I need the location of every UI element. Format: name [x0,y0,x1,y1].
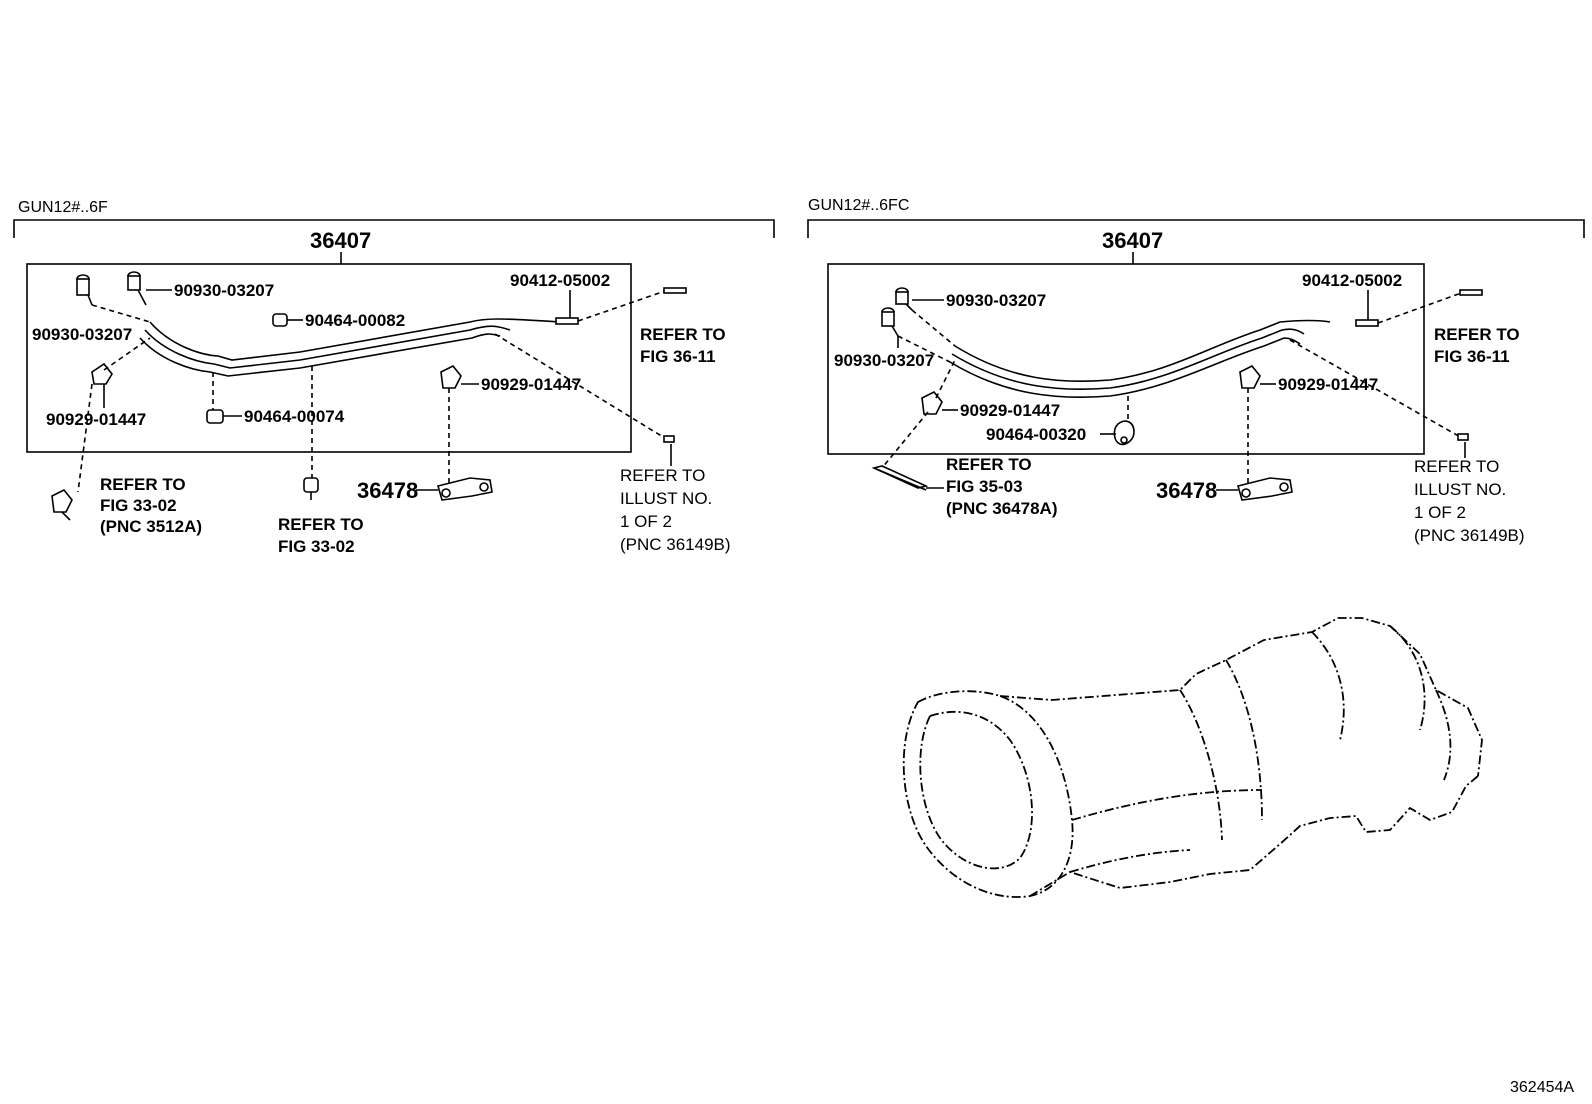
left-tube-1 [149,318,561,361]
right-ref-illust-line3: 1 OF 2 [1414,503,1466,522]
right-bolt-icon [1355,319,1379,327]
left-ref-illust-line3: 1 OF 2 [620,512,672,531]
left-dash-to-fig36 [577,289,669,322]
left-ref-fig3302a-line2: FIG 33-02 [100,496,177,515]
right-range-bracket [807,219,1585,238]
right-dash-clip-a [935,359,956,399]
left-ref-fig3611-line1: REFER TO [640,325,726,344]
left-dash-illust [494,333,669,441]
left-tube-3 [139,333,501,377]
right-assembly-number: 36407 [1102,228,1163,253]
left-label-bolt: 90412-05002 [510,271,610,290]
left-bolt-end-icon [663,287,687,294]
left-label-bracket: 36478 [357,478,418,503]
left-label-union-bolt-b: 90930-03207 [174,281,274,300]
right-label-clamp: 90464-00320 [986,425,1086,444]
left-ref-fig3302a-line1: REFER TO [100,475,186,494]
figure-id: 362454A [1510,1079,1574,1096]
right-dash-a [911,309,956,347]
left-label-clamp-a: 90464-00082 [305,311,405,330]
right-label-bracket: 36478 [1156,478,1217,503]
left-fitting-b-icon [303,477,319,500]
right-dash-fig3503 [881,411,929,469]
left-leader-a [91,304,151,323]
right-union-bolt-a-icon [895,287,913,311]
left-clamp-a-icon [272,313,288,327]
left-ref-illust-line4: (PNC 36149B) [620,535,731,554]
right-variant-label: GUN12#..6FC [808,197,909,214]
left-dash-fig3302a [77,383,93,493]
left-ref-fig3611-line2: FIG 36-11 [640,347,716,366]
right-clip-a-icon [921,390,943,415]
right-ref-illust-line1: REFER TO [1414,457,1499,476]
left-range-bracket [13,219,775,238]
left-fitting-a-icon [51,488,73,521]
transmission-illustration [902,617,1483,898]
left-assembly: GUN12#..6F 36407 90930-03207 90930-03207 [13,199,775,556]
right-label-bolt: 90412-05002 [1302,271,1402,290]
left-ref-fig3302a-line3: (PNC 3512A) [100,517,202,536]
right-dash-to-fig36 [1377,291,1465,324]
right-ref-illust-line2: ILLUST NO. [1414,480,1506,499]
left-label-clip-b: 90929-01447 [481,375,581,394]
right-tube-3 [949,337,1301,399]
left-clamp-b-icon [206,409,224,424]
left-ref-illust-line2: ILLUST NO. [620,489,712,508]
right-illust-end-icon [1457,433,1469,441]
left-label-clamp-b: 90464-00074 [244,407,345,426]
right-ref-fig3503-line2: FIG 35-03 [946,477,1023,496]
left-union-bolt-b-icon [127,271,147,306]
left-ref-fig3302b-line1: REFER TO [278,515,364,534]
right-clip-b-icon [1239,364,1261,389]
left-bolt-icon [555,317,579,325]
left-tube-2 [144,325,511,369]
left-assembly-number: 36407 [310,228,371,253]
left-clip-b-icon [440,364,462,389]
left-label-clip-a: 90929-01447 [46,410,146,429]
right-label-clip-b: 90929-01447 [1278,375,1378,394]
left-assembly-box [26,263,632,453]
right-bracket-icon [1237,477,1293,501]
right-assembly-box [827,263,1425,455]
right-label-union-bolt-b: 90930-03207 [834,351,934,370]
left-ref-fig3302b-line2: FIG 33-02 [278,537,355,556]
left-clip-a-icon [91,362,113,385]
left-bracket-icon [437,477,493,501]
right-ref-fig3503-line1: REFER TO [946,455,1032,474]
right-tube-1 [954,319,1331,383]
left-dash-clip-a [103,337,151,371]
right-ref-fig3611-line1: REFER TO [1434,325,1520,344]
right-stud-icon [871,465,929,491]
right-clamp-icon [1113,420,1135,446]
left-union-bolt-a-icon [76,274,93,306]
left-ref-illust-line1: REFER TO [620,466,705,485]
right-ref-fig3611-line2: FIG 36-11 [1434,347,1510,366]
right-dash-illust [1289,339,1463,439]
left-illust-end-icon [663,435,675,443]
left-label-union-bolt-a: 90930-03207 [32,325,132,344]
right-ref-illust-line4: (PNC 36149B) [1414,526,1525,545]
right-assembly: GUN12#..6FC 36407 90930-03207 90930-0320… [807,197,1585,545]
right-label-union-bolt-a: 90930-03207 [946,291,1046,310]
right-ref-fig3503-line3: (PNC 36478A) [946,499,1058,518]
left-variant-label: GUN12#..6F [18,199,108,216]
right-union-bolt-b-icon [881,307,899,337]
right-tube-2 [951,328,1305,391]
right-dash-b [897,335,951,363]
right-bolt-end-icon [1459,289,1483,296]
right-label-clip-a: 90929-01447 [960,401,1060,420]
